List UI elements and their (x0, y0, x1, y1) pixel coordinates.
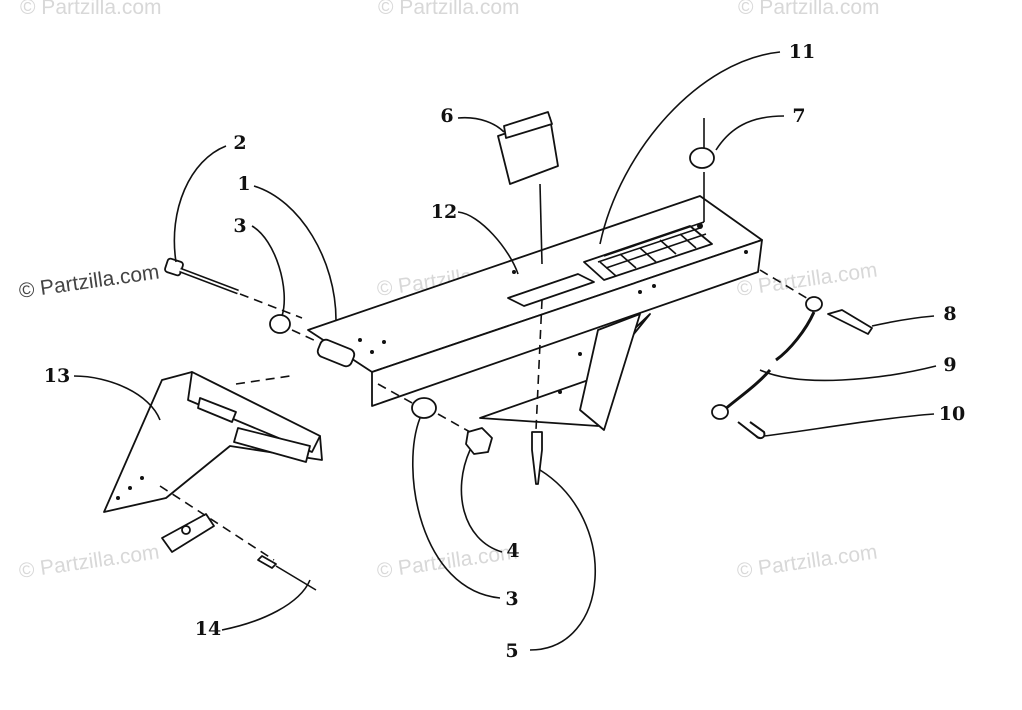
callout-4: 4 (506, 540, 519, 562)
watermark-text: © Partzilla.com (735, 540, 878, 582)
callout-3a: 3 (233, 215, 246, 237)
watermark-text: © Partzilla.com (378, 0, 520, 19)
chassis-channel (307, 195, 763, 431)
callout-11: 11 (789, 41, 815, 63)
callout-13: 13 (44, 365, 70, 387)
callout-5: 5 (505, 640, 518, 662)
callout-6: 6 (440, 105, 453, 127)
bracket-13 (103, 371, 323, 513)
watermark-text: © Partzilla.com (20, 0, 162, 19)
callout-9: 9 (943, 354, 956, 376)
callout-7: 7 (792, 105, 805, 127)
callout-2: 2 (233, 132, 246, 154)
watermark-text: © Partzilla.com (738, 0, 880, 19)
hardware-parts (497, 111, 873, 485)
leader-lines (73, 51, 937, 651)
callout-1: 1 (237, 173, 250, 195)
bolt-assembly (164, 257, 493, 455)
callout-3b: 3 (505, 588, 518, 610)
callout-14: 14 (195, 618, 221, 640)
plate-14 (159, 485, 317, 591)
callout-10: 10 (939, 403, 965, 425)
watermark-text: © Partzilla.com (17, 540, 160, 582)
watermark-text: © Partzilla.com (375, 540, 518, 582)
watermark-main: © Partzilla.com (17, 260, 160, 302)
callout-8: 8 (943, 303, 956, 325)
callout-labels: 2 1 3 4 3 5 6 7 8 9 10 11 12 13 14 (44, 41, 965, 662)
callout-12: 12 (431, 201, 457, 223)
